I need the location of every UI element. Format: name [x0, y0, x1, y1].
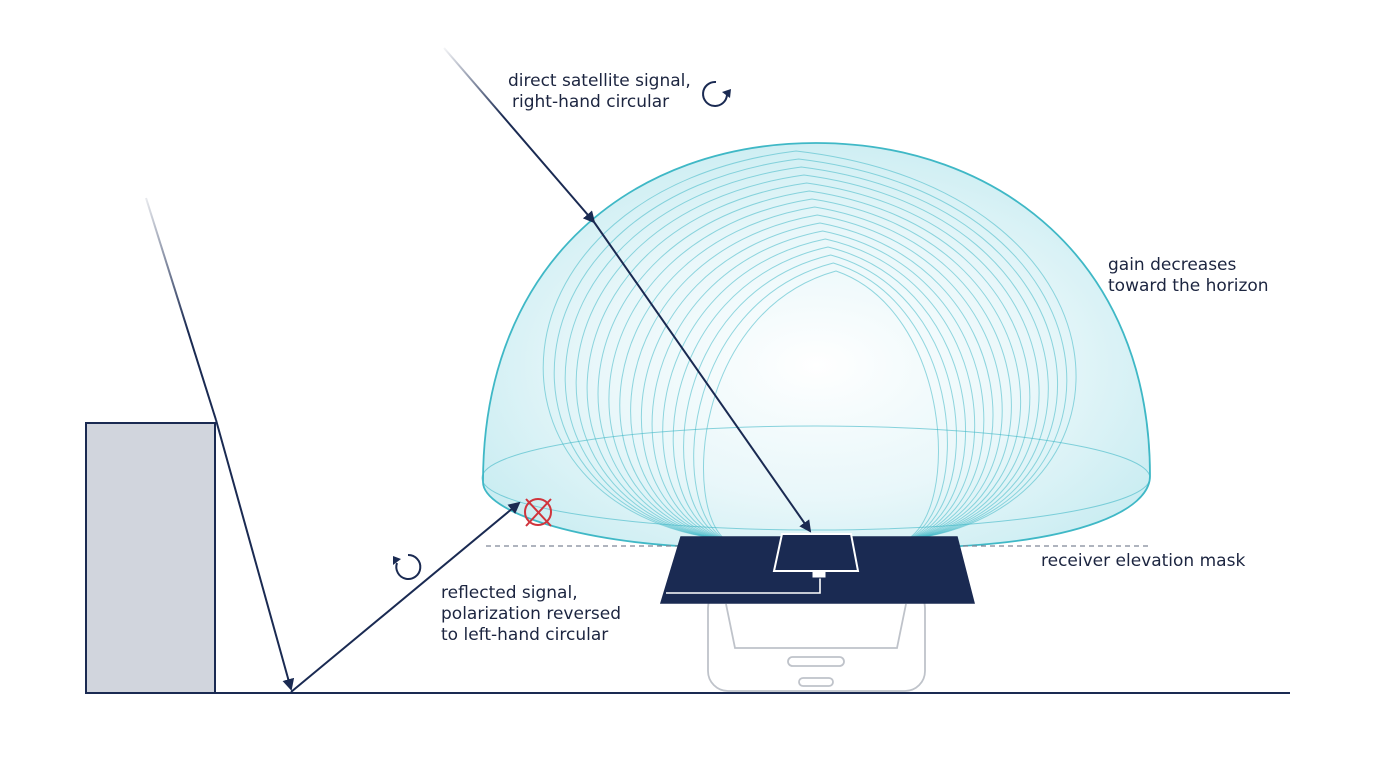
direct-signal-label-line-1: direct satellite signal,: [508, 71, 691, 91]
gain-contour-line: [597, 190, 1031, 541]
multipath-incident-ray: [145, 197, 217, 421]
gain-contour-line: [702, 270, 939, 541]
gain-contour-line: [542, 150, 1077, 541]
gain-contour-line: [641, 222, 994, 541]
reflected-signal-label-line-3: to left-hand circular: [441, 625, 609, 645]
x-circle-icon: [524, 498, 552, 527]
reflected-signal-label-line-1: reflected signal,: [441, 583, 578, 603]
reflected-signal-ray: [290, 501, 521, 693]
gain-contour-line: [619, 206, 1012, 541]
direct-signal-label-line-2: right-hand circular: [512, 92, 670, 112]
direct-signal-ray-upper: [443, 47, 596, 224]
gain-contour-line: [683, 254, 957, 541]
gain-label-line-2: toward the horizon: [1108, 276, 1269, 296]
gain-contour-line: [575, 174, 1049, 541]
gain-contour-line: [651, 230, 985, 541]
elevation-mask-label-text: receiver elevation mask: [1041, 551, 1246, 571]
gain-lobe-contours: [542, 150, 1077, 541]
gain-contour-line: [608, 198, 1022, 541]
antenna-gain-pattern: [481, 142, 1151, 548]
direct-signal-label: direct satellite signal, right-hand circ…: [508, 71, 691, 113]
antenna-patch: [772, 533, 860, 572]
gain-contour-line: [662, 238, 976, 541]
gnss-antenna: [659, 533, 975, 604]
phone-port: [798, 677, 834, 687]
elevation-mask-label: receiver elevation mask: [1041, 551, 1245, 572]
gain-label: gain decreases toward the horizon: [1108, 255, 1269, 297]
gain-contour-line: [672, 246, 966, 541]
counterclockwise-arrow-icon: [393, 553, 422, 580]
gain-lobe-base-ring: [481, 425, 1151, 531]
antenna-cable: [666, 577, 821, 594]
reflected-signal-label: reflected signal, polarization reversed …: [441, 583, 621, 646]
gain-label-line-1: gain decreases: [1108, 255, 1237, 275]
building: [85, 422, 216, 694]
gain-contour-line: [693, 262, 948, 541]
gain-contour-line: [630, 214, 1003, 541]
phone-home-button: [787, 656, 845, 667]
multipath-wall-reflection: [215, 419, 295, 691]
phone-screen: [725, 603, 907, 649]
gain-contour-line: [586, 182, 1040, 541]
direct-signal-ray-lower: [593, 221, 812, 533]
reflected-signal-label-line-2: polarization reversed: [441, 604, 622, 624]
gain-lobe-shell: [482, 142, 1151, 548]
clockwise-arrow-icon: [702, 80, 731, 107]
